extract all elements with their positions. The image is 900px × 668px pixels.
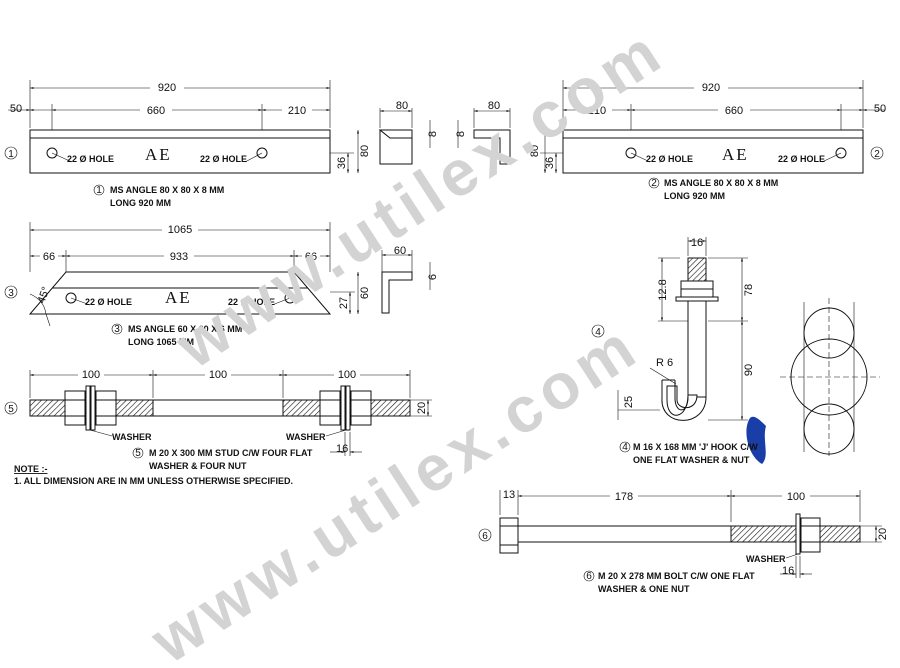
- part-4-caption-line-2: ONE FLAT WASHER & NUT: [633, 455, 750, 465]
- part-4-shank-dim: 90: [743, 364, 755, 376]
- part-6-head-dim: 13: [503, 489, 515, 501]
- part-4-width-dim: 16: [691, 237, 703, 249]
- part-3-height-dim: 60: [359, 287, 371, 299]
- part-3-number: 3: [8, 288, 14, 299]
- part-3-ms-angle: 1065 66 933 66 22 Ø HOLE 22 Ø HOLE AE 45…: [4, 222, 371, 347]
- part-4-number: 4: [595, 327, 601, 338]
- part-2-height-small-dim: 36: [544, 157, 556, 169]
- part-5-middle-dim: 100: [209, 369, 227, 381]
- part-3-mark: AE: [165, 288, 192, 307]
- part-2-caption-line-2: LONG 920 MM: [664, 191, 725, 201]
- part-2-caption-line-1: MS ANGLE 80 X 80 X 8 MM: [664, 178, 778, 188]
- part-1-height-small-dim: 36: [336, 157, 348, 169]
- part-3-angle-dim: 45°: [36, 285, 53, 305]
- part-1-ms-angle: 920 50 660 210 22 Ø HOLE 22 Ø HOLE AE 36…: [4, 80, 371, 208]
- part-6-caption-number: 6: [586, 571, 592, 582]
- part-1-caption-line-1: MS ANGLE 80 X 80 X 8 MM: [110, 185, 224, 195]
- part-3-right-offset-dim: 66: [305, 251, 317, 263]
- part-5-thread-right-dim: 100: [338, 369, 356, 381]
- part-4-nut-height-dim: 12.8: [657, 279, 669, 300]
- part-4-radius-dim: R 6: [656, 357, 673, 369]
- part-2-mark: AE: [722, 145, 749, 164]
- part-3-caption-line-1: MS ANGLE 60 X 60 X 6 MM: [128, 324, 242, 334]
- part-3-overall-dim: 1065: [168, 224, 192, 236]
- part-3-hole-right-label: 22 Ø HOLE: [228, 297, 275, 307]
- part-5-washer-dim: 16: [336, 443, 348, 455]
- part-6-washer-label: WASHER: [746, 554, 786, 564]
- part-3-caption-number: 3: [114, 324, 120, 335]
- part-6-caption-line-2: WASHER & ONE NUT: [598, 584, 690, 594]
- section-1-thickness-dim: 8: [427, 131, 439, 137]
- section-2-thickness-dim: 8: [455, 131, 467, 137]
- part-2-hole-left-label: 22 Ø HOLE: [646, 154, 693, 164]
- section-1-width-dim: 80: [396, 100, 408, 112]
- note-line-1: 1. ALL DIMENSION ARE IN MM UNLESS OTHERW…: [14, 476, 293, 486]
- part-6-diameter-dim: 20: [877, 528, 889, 540]
- section-3-angle-profile: 60 6: [381, 245, 439, 314]
- part-5-stud: 100 100 100 20 WASHER WASHER: [4, 368, 432, 471]
- part-4-j-hook: 16 12.8 25 R 6 78 90: [591, 237, 880, 465]
- part-3-caption-line-2: LONG 1065 MM: [128, 337, 194, 347]
- section-3-width-dim: 60: [394, 245, 406, 257]
- part-3-height-small-dim: 27: [338, 297, 350, 309]
- part-6-thread-dim: 100: [787, 491, 805, 503]
- logo-mark-icon: [746, 416, 766, 464]
- part-1-hole-right-label: 22 Ø HOLE: [200, 154, 247, 164]
- part-4-hook-dim: 25: [623, 396, 635, 408]
- part-5-caption-line-1: M 20 X 300 MM STUD C/W FOUR FLAT: [149, 448, 313, 458]
- part-1-overall-dim: 920: [158, 82, 176, 94]
- part-2-caption-number: 2: [651, 178, 657, 189]
- section-2-angle-profile: 80 8: [455, 100, 511, 165]
- part-1-number: 1: [8, 149, 14, 160]
- part-4-caption-number: 4: [622, 442, 628, 453]
- part-5-caption-number: 5: [135, 448, 141, 459]
- part-2-right-offset-dim: 50: [874, 103, 886, 115]
- drawing-note: NOTE :- 1. ALL DIMENSION ARE IN MM UNLES…: [14, 464, 293, 486]
- part-1-hole-left-label: 22 Ø HOLE: [67, 154, 114, 164]
- part-5-washer-right-label: WASHER: [286, 432, 326, 442]
- note-title: NOTE :-: [14, 464, 48, 474]
- part-6-washer-dim: 16: [782, 565, 794, 577]
- part-2-number: 2: [874, 149, 880, 160]
- part-2-ms-angle: 920 210 660 50 22 Ø HOLE 22 Ø HOLE AE 80…: [529, 80, 886, 201]
- section-1-angle-profile: 80 8: [378, 100, 439, 165]
- part-2-hole-spacing-dim: 660: [725, 105, 743, 117]
- part-2-overall-dim: 920: [702, 82, 720, 94]
- part-1-caption-number: 1: [96, 185, 102, 196]
- part-6-bolt: 13 178 100 20 WASHER 16 6 6 M 20 X 278 M…: [478, 489, 889, 594]
- part-6-shank-dim: 178: [615, 491, 633, 503]
- part-6-caption-line-1: M 20 X 278 MM BOLT C/W ONE FLAT: [598, 571, 755, 581]
- section-3-thickness-dim: 6: [427, 274, 439, 280]
- part-1-right-offset-dim: 210: [288, 105, 306, 117]
- part-2-hole-right-label: 22 Ø HOLE: [778, 154, 825, 164]
- part-3-left-offset-dim: 66: [43, 251, 55, 263]
- part-5-diameter-dim: 20: [416, 402, 428, 414]
- part-1-hole-spacing-dim: 660: [147, 105, 165, 117]
- part-1-height-dim: 80: [359, 145, 371, 157]
- part-3-hole-left-label: 22 Ø HOLE: [85, 297, 132, 307]
- part-5-washer-left-label: WASHER: [112, 432, 152, 442]
- part-6-number: 6: [482, 531, 488, 542]
- part-1-left-offset-dim: 50: [10, 103, 22, 115]
- part-5-number: 5: [8, 404, 14, 415]
- section-2-width-dim: 80: [488, 100, 500, 112]
- part-1-mark: AE: [145, 145, 172, 164]
- part-3-hole-spacing-dim: 933: [170, 251, 188, 263]
- part-5-caption-line-2: WASHER & FOUR NUT: [149, 461, 247, 471]
- part-5-thread-left-dim: 100: [82, 369, 100, 381]
- part-2-height-dim: 80: [529, 145, 541, 157]
- part-4-thread-dim: 78: [743, 284, 755, 296]
- part-4-caption-line-1: M 16 X 168 MM 'J' HOOK C/W: [633, 442, 758, 452]
- part-2-left-offset-dim: 210: [588, 105, 606, 117]
- part-1-caption-line-2: LONG 920 MM: [110, 198, 171, 208]
